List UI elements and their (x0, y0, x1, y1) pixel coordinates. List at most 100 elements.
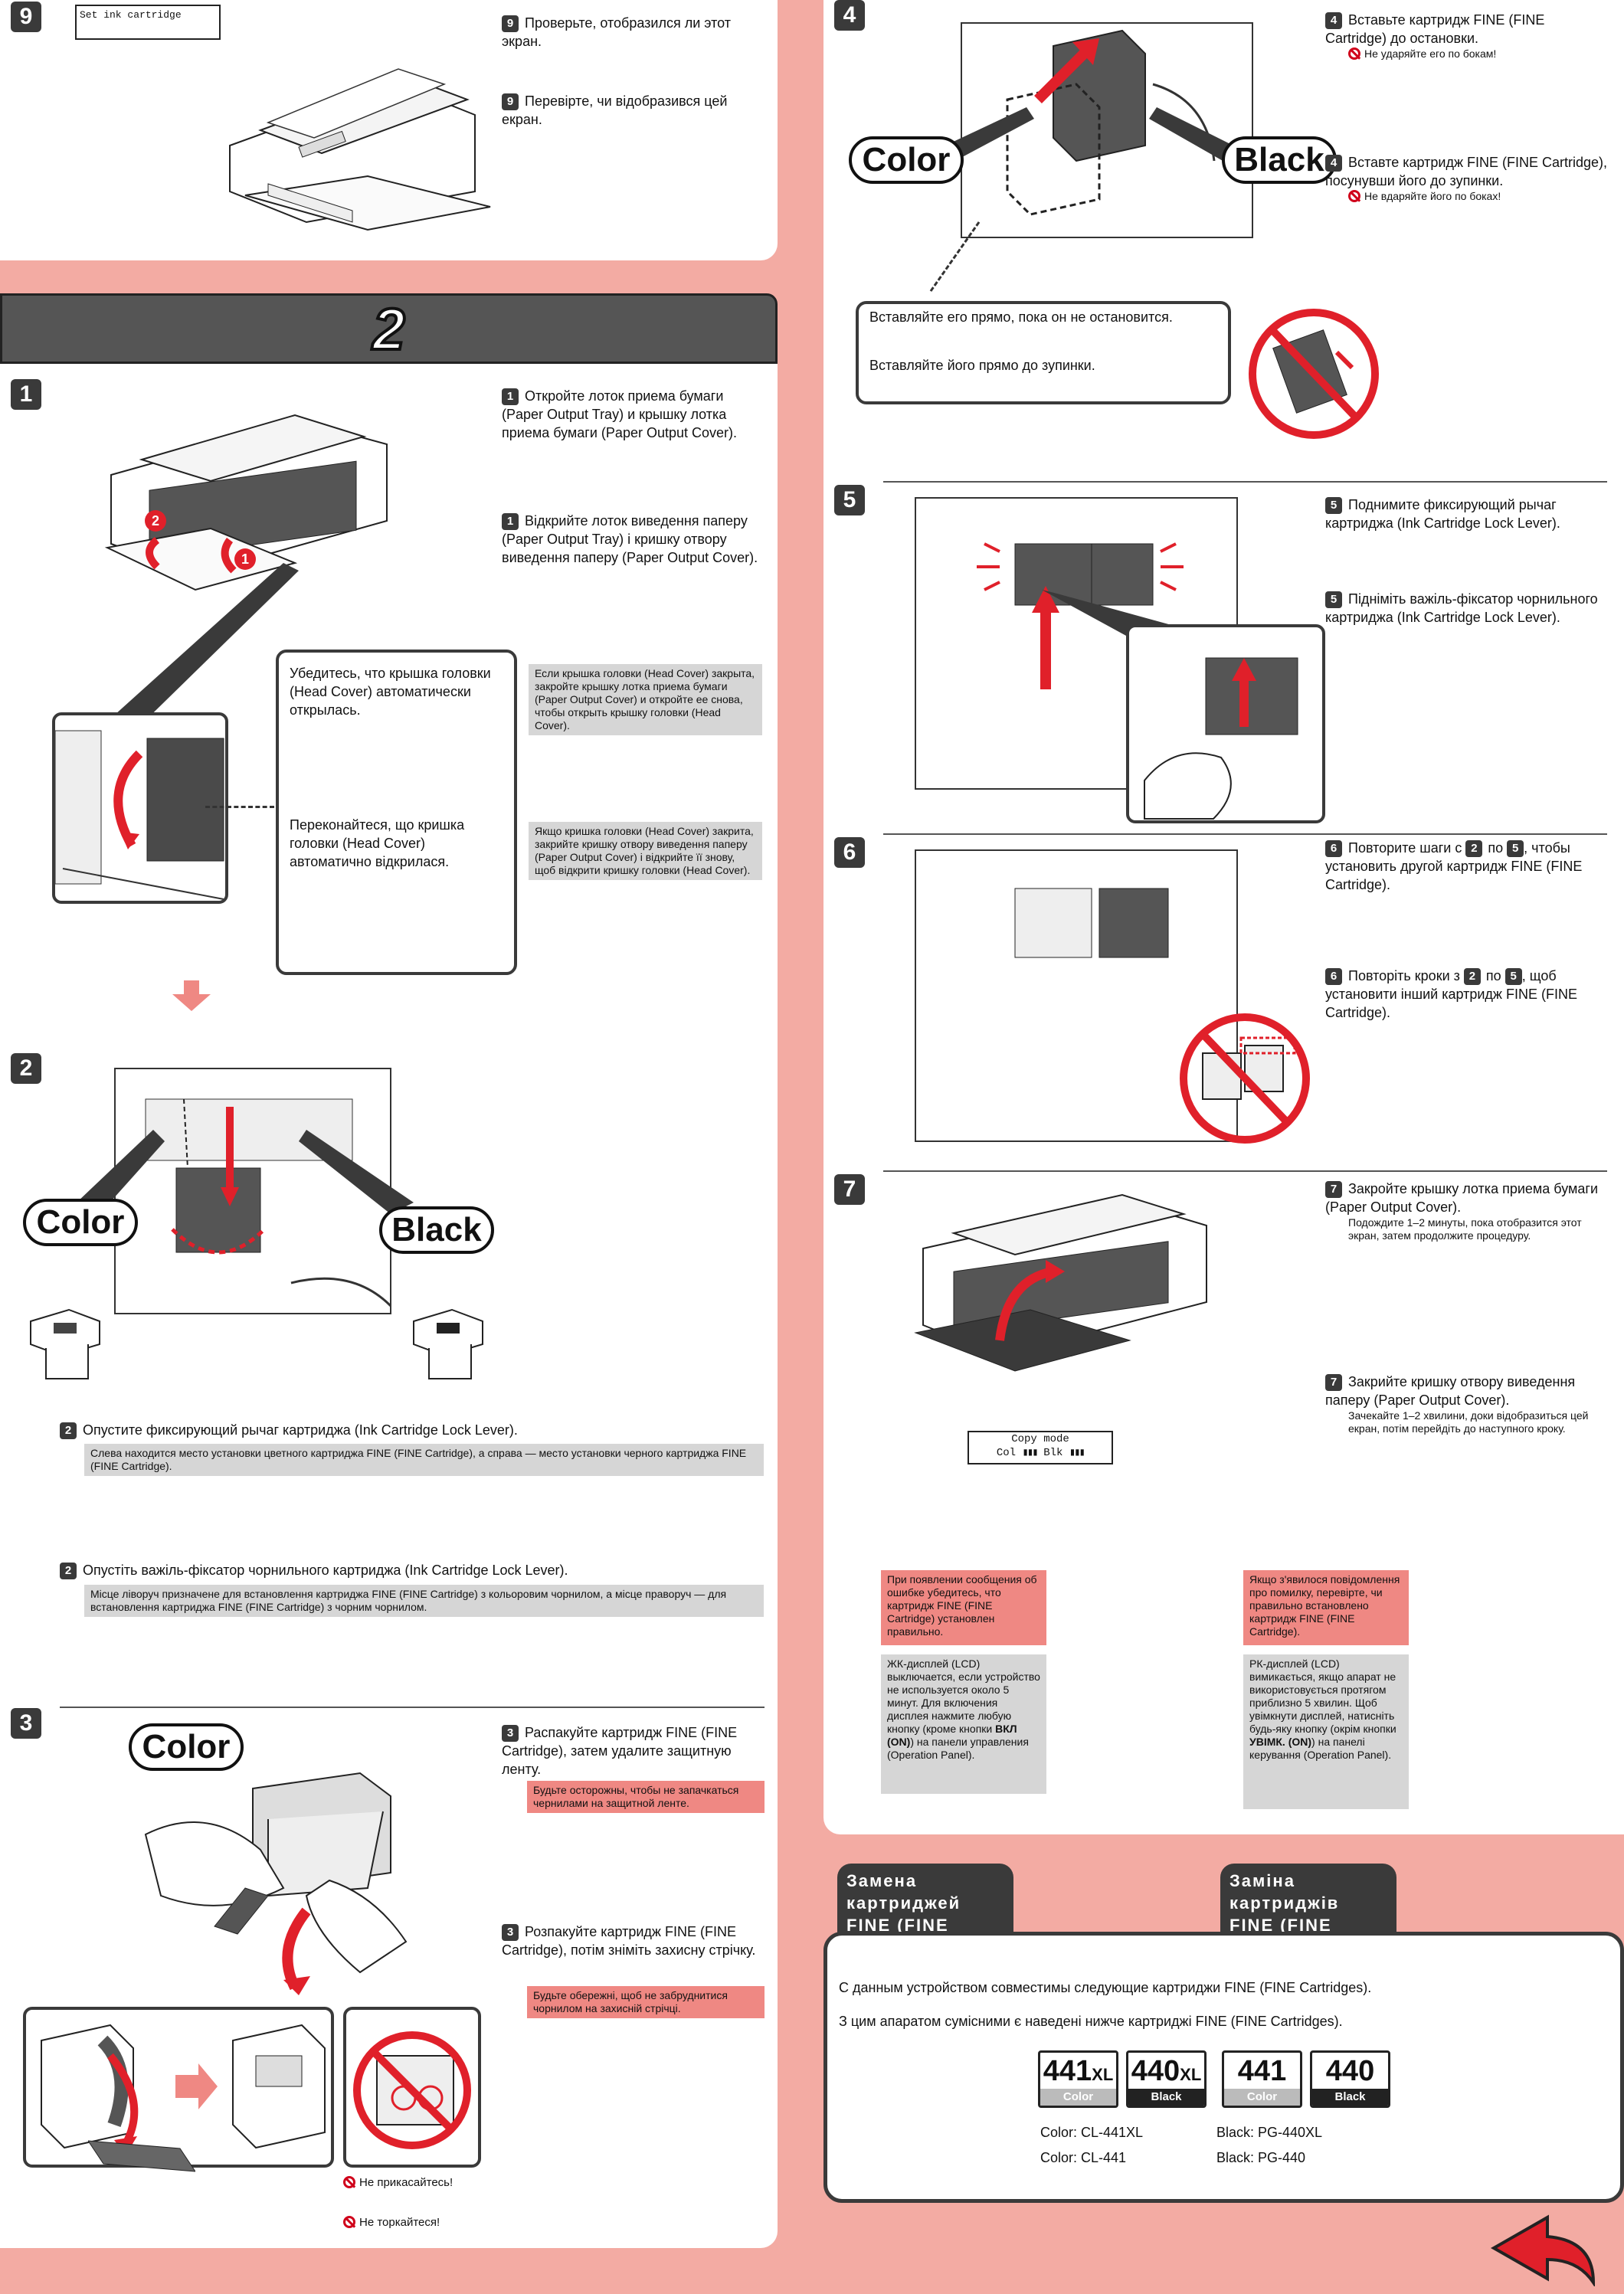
step-badge: 6 (1325, 968, 1342, 985)
lcd-copy-mode: Copy mode Col ▮▮▮ Blk ▮▮▮ (968, 1431, 1113, 1464)
list-color-2: Color: CL-441 (1040, 2150, 1127, 2165)
lcd-line-1: Copy mode (1011, 1433, 1069, 1445)
lever-closeup (1126, 624, 1325, 823)
cartridge-type-label: Color (1224, 2089, 1300, 2106)
cartridge-suffix: XL (1092, 2065, 1114, 2084)
lcd-text: Set ink cartridge (80, 9, 182, 21)
step-number: 9 (11, 2, 41, 32)
lcd-off-note-uk: РК-дисплей (LCD) вимикається, якщо апара… (1243, 1654, 1409, 1809)
instruction-uk: Опустіть важіль-фіксатор чорнильного кар… (83, 1563, 568, 1578)
instruction-uk: Розпакуйте картридж FINE (FINE Cartridge… (502, 1924, 756, 1958)
step2-note-uk: Місце ліворуч призначене для встановленн… (84, 1585, 764, 1617)
bubble-text-uk: Переконайтеся, що кришка головки (Head C… (290, 817, 465, 869)
instruction-ru: Распакуйте картридж FINE (FINE Cartridge… (502, 1725, 738, 1777)
list-color-1: Color: CL-441XL (1040, 2125, 1144, 2140)
divider (60, 1707, 765, 1708)
tape-strip (88, 2140, 195, 2172)
instruction-uk: Відкрийте лоток виведення паперу (Paper … (502, 513, 758, 565)
section-header-bar: 2 (0, 293, 778, 364)
list-black-2: Black: PG-440 (1216, 2150, 1306, 2165)
head-cover-closeup (52, 712, 228, 904)
both-cartridges-illustration (915, 849, 1238, 1142)
step-badge: 2 (60, 1422, 77, 1439)
error-note-uk: Якщо з'явилося повідомлення про помилку,… (1243, 1570, 1409, 1645)
instruction-ru: Проверьте, отобразился ли этот экран. (502, 15, 731, 49)
bubble-text-ru: Убедитесь, что крышка головки (Head Cove… (290, 666, 491, 718)
step2-note-ru: Слева находится место установки цветного… (84, 1444, 764, 1476)
step3-warning-ru: Будьте осторожны, чтобы не запачкаться ч… (527, 1781, 765, 1813)
step-number: 2 (11, 1053, 41, 1084)
error-note-ru: При появлении сообщения об ошибке убедит… (881, 1570, 1046, 1645)
head-cover-note-uk: Якщо кришка головки (Head Cover) закрита… (529, 822, 762, 880)
step-ref-badge: 5 (1504, 968, 1522, 985)
warning-text: Не прикасайтесь! (359, 2176, 453, 2189)
cartridge-number: 440XL (1131, 2055, 1202, 2087)
return-arrow-icon[interactable] (1486, 2210, 1601, 2286)
sub-instruction-ru: Подождите 1–2 минуты, пока отобразится э… (1348, 1216, 1582, 1242)
cartridge-type-label: Black (1312, 2089, 1388, 2106)
lcd-line-2: Col ▮▮▮ Blk ▮▮▮ (996, 1447, 1085, 1459)
step-badge: 9 (502, 93, 519, 110)
color-label: Color (23, 1199, 138, 1246)
step-badge: 4 (1325, 12, 1342, 29)
tape-removal-illustration (144, 1772, 408, 1995)
step-number: 4 (834, 0, 865, 31)
callout-number: 1 (241, 551, 249, 567)
instruction-uk: Підніміть важіль-фіксатор чорнильного ка… (1325, 591, 1598, 625)
step-badge: 5 (1325, 497, 1342, 514)
lock-lever-illustration (114, 1068, 392, 1314)
step-badge: 3 (502, 1924, 519, 1941)
step-badge: 1 (502, 388, 519, 405)
warning-ru: Не ударяйте его по бокам! (1348, 47, 1609, 61)
replacement-box: С данным устройством совместимы следующи… (823, 1932, 1624, 2203)
wrong-install-icon (1180, 1013, 1310, 1144)
step-badge: 7 (1325, 1181, 1342, 1198)
step-ref-badge: 2 (1465, 840, 1483, 857)
step-badge: 3 (502, 1725, 519, 1742)
do-not-touch-box (343, 2007, 481, 2168)
insert-straight-bubble (856, 301, 1231, 404)
head-cover-bubble (276, 650, 517, 975)
step-badge: 4 (1325, 155, 1342, 172)
prohibited-icon (343, 2216, 355, 2228)
replacement-text-uk: З цим апаратом сумісними є наведені нижч… (839, 2014, 1343, 2029)
no-touch-warning-ru: Не прикасайтесь! (343, 2174, 453, 2192)
lcd-screen: Set ink cartridge (75, 5, 221, 40)
black-cartridge-icon (413, 1308, 483, 1379)
warning-uk: Не вдаряйте його по боках! (1348, 190, 1609, 203)
divider (883, 481, 1607, 483)
instruction-ru: Поднимите фиксирующий рычаг картриджа (I… (1325, 497, 1560, 531)
bubble-text-uk: Вставляйте його прямо до зупинки. (869, 358, 1095, 373)
close-cover-illustration (914, 1193, 1207, 1372)
instruction-ru: Откройте лоток приема бумаги (Paper Outp… (502, 388, 738, 440)
printer-open-tray-illustration: 2 1 (104, 414, 388, 591)
sub-instruction-uk: Зачекайте 1–2 хвилини, доки відобразитьс… (1348, 1409, 1589, 1435)
no-touch-warning-uk: Не торкайтеся! (343, 2214, 440, 2232)
divider (883, 833, 1607, 835)
black-label: Black (379, 1206, 494, 1254)
label-pointer-wedges (77, 1130, 414, 1214)
step3-warning-uk: Будьте обережні, щоб не забруднитися чор… (527, 1986, 765, 2018)
step-badge: 9 (502, 15, 519, 32)
left-main-panel: 1 2 1 Убедитесь, что крышка головки (Hea… (0, 364, 778, 2248)
replacement-text-ru: С данным устройством совместимы следующи… (839, 1980, 1372, 1995)
step-badge: 1 (502, 513, 519, 530)
do-not-hit-sides-icon (1249, 309, 1379, 439)
color-label: Color (129, 1723, 244, 1771)
instruction-ru: Вставьте картридж FINE (FINE Cartridge) … (1325, 12, 1545, 46)
zoom-wedge (92, 563, 299, 735)
step-number: 3 (11, 1708, 41, 1739)
bubble-text-ru: Вставляйте его прямо, пока он не останов… (869, 309, 1173, 325)
